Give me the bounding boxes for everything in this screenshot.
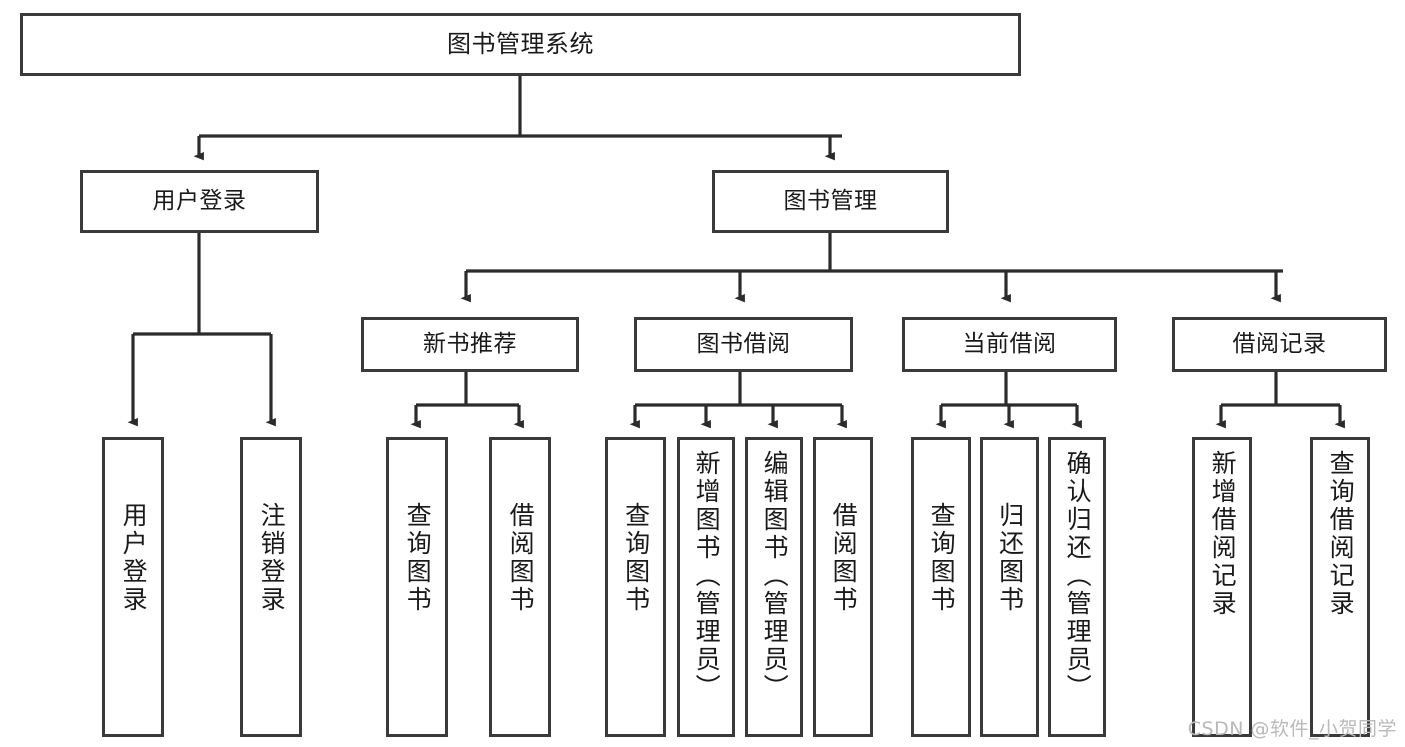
leaf-query-borrow-record[interactable]: 查询借阅记录 [1310, 437, 1370, 737]
node-label: 新增图书（管理员） [692, 450, 722, 702]
node-label: 借阅记录 [1232, 330, 1327, 357]
leaf-borrow-book-recommend[interactable]: 借阅图书 [489, 437, 551, 737]
node-borrow-record[interactable]: 借阅记录 [1172, 317, 1387, 372]
node-label: 新书推荐 [423, 330, 517, 357]
leaf-query-book-current[interactable]: 查询图书 [911, 437, 971, 737]
node-label: 查询图书 [621, 502, 651, 614]
node-label: 借阅图书 [829, 502, 859, 614]
leaf-return-book[interactable]: 归还图书 [980, 437, 1039, 737]
leaf-query-book-borrow[interactable]: 查询图书 [605, 437, 666, 737]
leaf-user-login[interactable]: 用户登录 [102, 437, 164, 737]
node-label: 查询借阅记录 [1326, 450, 1356, 618]
leaf-confirm-return[interactable]: 确认归还（管理员） [1048, 437, 1106, 737]
node-label: 注销登录 [257, 502, 287, 614]
node-current-borrow[interactable]: 当前借阅 [902, 317, 1117, 372]
leaf-add-borrow-record[interactable]: 新增借阅记录 [1192, 437, 1252, 737]
node-label: 查询图书 [403, 502, 433, 614]
node-label: 确认归还（管理员） [1063, 450, 1093, 702]
node-label: 用户登录 [152, 187, 247, 214]
node-book-borrow[interactable]: 图书借阅 [634, 317, 853, 372]
leaf-logout-login[interactable]: 注销登录 [240, 437, 302, 737]
node-label: 图书管理 [783, 187, 878, 214]
leaf-edit-book[interactable]: 编辑图书（管理员） [745, 437, 803, 737]
node-root-book-management-system[interactable]: 图书管理系统 [20, 13, 1021, 76]
node-label: 用户登录 [119, 502, 149, 614]
node-label: 新增借阅记录 [1208, 450, 1238, 618]
leaf-query-book-recommend[interactable]: 查询图书 [386, 437, 448, 737]
leaf-add-book[interactable]: 新增图书（管理员） [677, 437, 735, 737]
node-user-login[interactable]: 用户登录 [80, 170, 319, 233]
node-label: 查询图书 [927, 502, 957, 614]
node-book-management[interactable]: 图书管理 [712, 170, 949, 233]
leaf-borrow-book[interactable]: 借阅图书 [813, 437, 873, 737]
csdn-watermark: CSDN @软件_小贺同学 [1187, 718, 1397, 740]
node-label: 归还图书 [995, 502, 1025, 614]
node-label: 编辑图书（管理员） [760, 450, 790, 702]
node-label: 图书管理系统 [447, 30, 594, 59]
node-label: 图书借阅 [696, 330, 791, 357]
node-label: 当前借阅 [962, 330, 1057, 357]
node-new-book-recommend[interactable]: 新书推荐 [361, 317, 579, 372]
node-label: 借阅图书 [506, 502, 536, 614]
